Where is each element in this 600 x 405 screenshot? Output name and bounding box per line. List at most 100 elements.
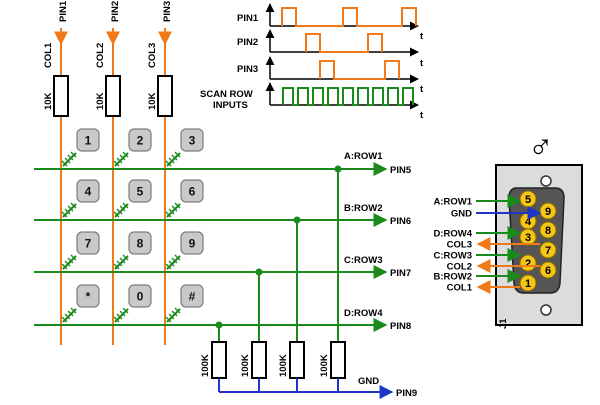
pulldown-value-3: 100K <box>278 354 289 377</box>
column-resistor-value-2: 10K <box>95 92 106 110</box>
key-6[interactable]: 6 <box>180 179 204 203</box>
row-label-1: A:ROW1 <box>344 151 383 162</box>
key-7[interactable]: 7 <box>76 231 100 255</box>
key-label: 4 <box>85 185 92 199</box>
time-label-2: t <box>420 58 424 69</box>
key-*[interactable]: * <box>76 284 100 308</box>
row-label-4: D:ROW4 <box>344 308 383 319</box>
key-switches <box>61 151 181 323</box>
column-pin-label-1: PIN1 <box>58 0 69 22</box>
db9-pin-6: 6 <box>539 261 557 279</box>
key-switch-contact <box>165 202 181 218</box>
key-4[interactable]: 4 <box>76 179 100 203</box>
db9-wire-c-row3: C:ROW3 <box>433 248 522 262</box>
timing-label-pin1: PIN1 <box>237 13 259 24</box>
waveform-pin2 <box>305 33 383 53</box>
db9-pin-number: 3 <box>525 232 531 244</box>
key-2[interactable]: 2 <box>128 128 152 152</box>
db9-pin-1: 1 <box>519 274 537 292</box>
key-switch-contact <box>61 307 77 323</box>
key-3[interactable]: 3 <box>180 128 204 152</box>
pulldown-value-4: 100K <box>319 354 330 377</box>
column-resistor-1 <box>53 75 69 117</box>
key-label: 7 <box>85 237 92 251</box>
pulldown-resistor-1 <box>211 341 227 379</box>
connector-ref: J1 <box>498 318 509 329</box>
db9-wire-gnd: GND <box>451 206 542 220</box>
scan-row-label: SCAN ROW <box>200 89 253 100</box>
junction-dot-2 <box>293 216 301 224</box>
key-label: 3 <box>189 134 196 148</box>
db9-pin-number: 4 <box>525 216 532 228</box>
db9-pin-3: 3 <box>519 228 537 246</box>
pulldown-resistors <box>211 341 394 399</box>
row-pin-label-3: PIN7 <box>390 268 411 279</box>
pulldown-resistor-4 <box>330 341 346 379</box>
key-9[interactable]: 9 <box>180 231 204 255</box>
column-resistors <box>53 75 173 117</box>
junction-dot-4 <box>215 321 223 329</box>
db9-pin-2: 2 <box>519 254 537 272</box>
row-lines <box>34 162 388 342</box>
timing-diagram: PIN1 PIN2 PIN3 SCAN ROW INPUTS t t t t <box>200 3 424 121</box>
db9-pin-4: 4 <box>519 212 537 230</box>
column-pin-label-2: PIN2 <box>110 1 121 22</box>
key-8[interactable]: 8 <box>128 231 152 255</box>
key-label: # <box>189 290 196 304</box>
db9-wire-b-row2: B:ROW2 <box>433 269 522 283</box>
junction-dot-3 <box>255 268 263 276</box>
key-label: 5 <box>137 185 144 199</box>
column-pin-label-3: PIN3 <box>162 1 173 22</box>
db9-wire-label: GND <box>451 209 472 220</box>
row-pin-label-2: PIN6 <box>390 216 411 227</box>
pulldown-resistor-3 <box>289 341 305 379</box>
key-label: 6 <box>189 185 196 199</box>
db9-wire-label: B:ROW2 <box>433 272 472 283</box>
db9-pin-number: 8 <box>545 225 551 237</box>
db9-wire-col3: COL3 <box>447 237 540 251</box>
row-label-3: C:ROW3 <box>344 255 383 266</box>
column-resistor-2 <box>105 75 121 117</box>
column-resistor-3 <box>157 75 173 117</box>
keypad-keys: 1 2 3 4 5 6 7 8 9 * 0 # <box>76 128 204 308</box>
db9-wire-d-row4: D:ROW4 <box>433 226 522 240</box>
key-switch-contact <box>61 151 77 167</box>
db9-pin-number: 2 <box>525 258 531 270</box>
timing-label-pin2: PIN2 <box>237 37 258 48</box>
key-switch-contact <box>165 254 181 270</box>
key-label: 1 <box>85 134 92 148</box>
key-switch-contact <box>113 254 129 270</box>
db9-pin-5: 5 <box>519 190 537 208</box>
row-pin-label-1: PIN5 <box>390 165 412 176</box>
key-switch-contact <box>113 202 129 218</box>
db9-wire-a-row1: A:ROW1 <box>433 194 522 208</box>
mount-hole-top <box>540 175 552 187</box>
waveform-scan-inputs <box>282 87 414 106</box>
key-0[interactable]: 0 <box>128 284 152 308</box>
key-switch-contact <box>61 202 77 218</box>
waveform-pin3 <box>319 60 400 80</box>
column-resistor-value-3: 10K <box>147 92 158 110</box>
db9-wire-label: COL1 <box>447 283 473 294</box>
db9-connector: ♂ J1 <box>495 127 583 329</box>
key-label: 8 <box>137 237 144 251</box>
key-#[interactable]: # <box>180 284 204 308</box>
column-name-1: COL1 <box>43 42 54 68</box>
db9-pin-7: 7 <box>539 241 557 259</box>
db9-pin-8: 8 <box>539 221 557 239</box>
ground-label: GND <box>358 376 379 387</box>
key-5[interactable]: 5 <box>128 179 152 203</box>
key-label: 0 <box>137 290 144 304</box>
column-resistor-value-1: 10K <box>43 92 54 110</box>
junction-dot-1 <box>334 165 342 173</box>
row-pin-label-4: PIN8 <box>390 321 411 332</box>
time-label-1: t <box>420 31 424 42</box>
waveform-pin1 <box>281 7 417 27</box>
key-1[interactable]: 1 <box>76 128 100 152</box>
db9-pin-number: 1 <box>525 278 531 290</box>
pulldown-value-1: 100K <box>200 354 211 377</box>
